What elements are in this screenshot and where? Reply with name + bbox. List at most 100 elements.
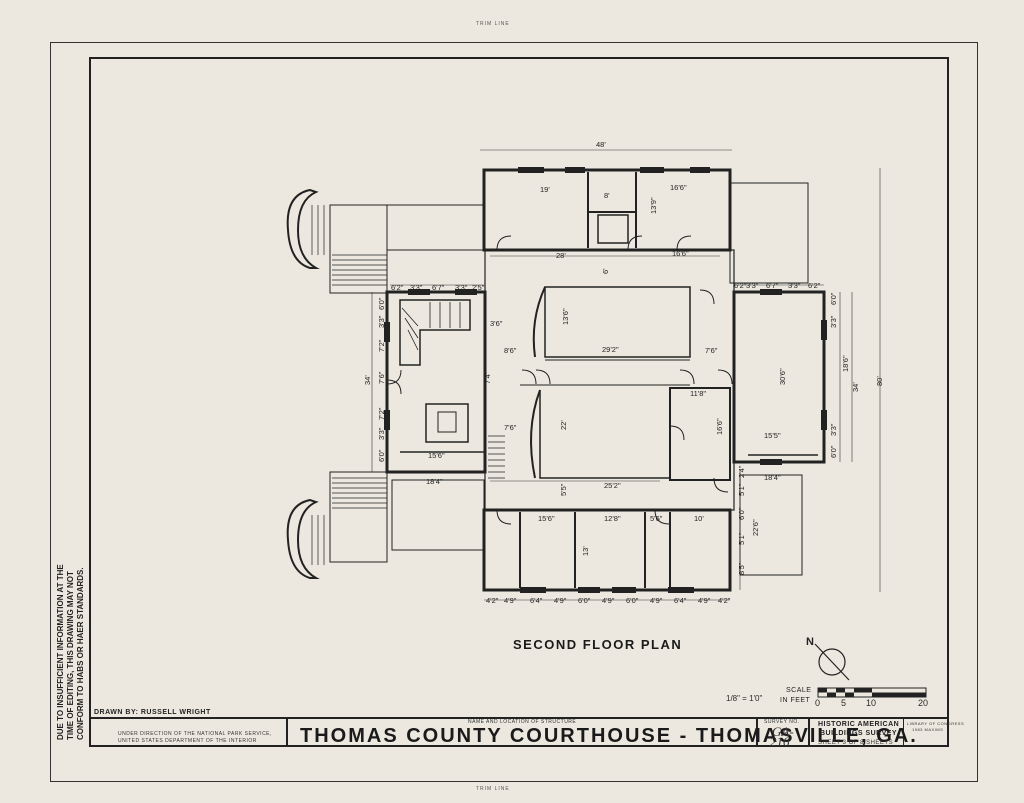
dimension-label: 6'0" [377,297,386,310]
north-label: N [806,636,814,648]
dimension-label: 4'2" [718,596,731,605]
dimension-label: 16'6" [672,249,689,258]
dimension-label: 7'6" [504,423,517,432]
dim-overall-width: 48' [596,140,606,149]
west-porch-lower [329,471,388,563]
dimension-label: 6'0" [578,596,591,605]
dimension-label: 6'4" [530,596,543,605]
dimension-label: 3'3" [829,315,838,328]
dimension-label: 3'3" [746,281,759,290]
dimension-label: 2'5" [472,283,485,292]
dimension-label: 10' [694,514,704,523]
dimension-label: 6'2" [734,281,747,290]
agency-line1: HISTORIC AMERICAN [818,721,900,728]
scale-tick-20: 20 [918,698,929,708]
dimension-label: 18'4" [426,477,443,486]
scale-bar [817,687,927,698]
dimension-label: 6'7" [766,281,779,290]
dimension-label: 4'9" [504,596,517,605]
dimension-label: 2'4" [737,465,746,478]
dimension-label: 30'6" [778,368,787,385]
dimension-label: 15'6" [538,514,555,523]
dimension-label: 25'2" [604,481,621,490]
title-block-divider-2 [756,717,758,747]
dimension-label: 13' [581,546,590,556]
title-block-divider-4 [903,717,904,747]
dimension-label: 7'6" [705,346,718,355]
dimension-label: 4'2" [486,596,499,605]
dimension-label: 3'3" [829,423,838,436]
dimension-label: 18'6" [841,355,850,372]
direction-line1: UNDER DIRECTION OF THE NATIONAL PARK SER… [118,731,272,737]
trim-line-top: TRIM LINE [476,21,510,27]
dimension-label: 34' [851,382,860,392]
scale-tick-10: 10 [866,698,877,708]
agency-line2: BUILDINGS SURVEY [820,730,898,737]
north-arrow-icon [814,643,850,681]
scale-tick-5: 5 [841,698,847,708]
dimension-label: 3'6" [490,319,503,328]
dimension-label: 11'8" [690,389,706,398]
title-block-divider-3 [808,717,810,747]
name-caption: NAME AND LOCATION OF STRUCTURE [468,719,577,725]
dimension-label: 16'6" [715,418,724,435]
copyright-line2: 1983 MAXIMS [912,727,944,732]
upper-porch-railing [286,188,320,269]
dimension-label: 22'6" [751,519,760,536]
dimension-label: 5'6" [650,514,663,523]
direction-line2: UNITED STATES DEPARTMENT OF THE INTERIOR [118,738,257,744]
dimension-label: 22' [559,420,568,430]
dimension-label: 6'4" [674,596,687,605]
sheet-inner-border [89,57,949,747]
dimension-label: 6'0" [829,445,838,458]
dimension-label: 3'3" [788,281,801,290]
dimension-label: 3'3" [455,283,468,292]
dimension-label: 15'5" [764,431,781,440]
dimension-label: 8'5" [737,562,746,575]
dimension-label: 5'5" [559,483,568,496]
dimension-label: 6'0" [737,507,746,520]
dimension-label: 6'0" [626,596,639,605]
dimension-label: 6'2" [391,283,404,292]
dimension-label: 4'9" [698,596,711,605]
dimension-label: 5'1" [737,532,746,545]
dimension-label: 7'4" [483,371,492,384]
dimension-label: 7'2" [377,339,386,352]
north-wing-walls [482,168,732,252]
trim-line-bottom: TRIM LINE [476,786,510,792]
scale-label-line2: IN FEET [780,697,811,704]
survey-label: SURVEY NO. [764,719,800,725]
drawn-by: DRAWN BY: RUSSELL WRIGHT [94,709,211,716]
survey-number-line2: 216 [770,734,790,749]
dimension-label: 29'2" [602,345,619,354]
scale-tick-0: 0 [815,698,821,708]
dimension-label: 15'6" [428,451,445,460]
dimension-label: 19' [540,185,550,194]
dimension-label: 6' [601,268,610,274]
side-note: DUE TO INSUFFICIENT INFORMATION AT THE T… [56,564,85,740]
dimension-label: 3'3" [410,283,423,292]
scale-ratio: 1/8" = 1'0" [726,694,763,703]
title-block-divider-1 [286,717,288,747]
survey-number-line1: GA- [772,724,794,739]
title-block [89,717,949,749]
dimension-label: 7'6" [377,371,386,384]
dimension-label: 6'0" [829,292,838,305]
dimension-label: 13'6" [561,308,570,325]
dimension-label: 18'4" [764,473,781,482]
dim-overall-depth: 80' [875,376,884,386]
dimension-label: 6'2" [808,281,821,290]
dimension-label: 34' [363,375,372,385]
dimension-label: 7'2" [377,407,386,420]
dimension-label: 3'3" [377,315,386,328]
dimension-label: 4'9" [602,596,615,605]
dimension-label: 8' [604,191,610,200]
sheet-number: SHEET 3 OF 8 SHEETS [818,740,894,746]
plan-title: SECOND FLOOR PLAN [513,637,683,652]
structure-name: THOMAS COUNTY COURTHOUSE - THOMASVILLE, … [300,725,918,747]
dimension-label: 5'1" [737,483,746,496]
dimension-label: 28' [556,251,566,260]
dimension-label: 3'3" [377,427,386,440]
